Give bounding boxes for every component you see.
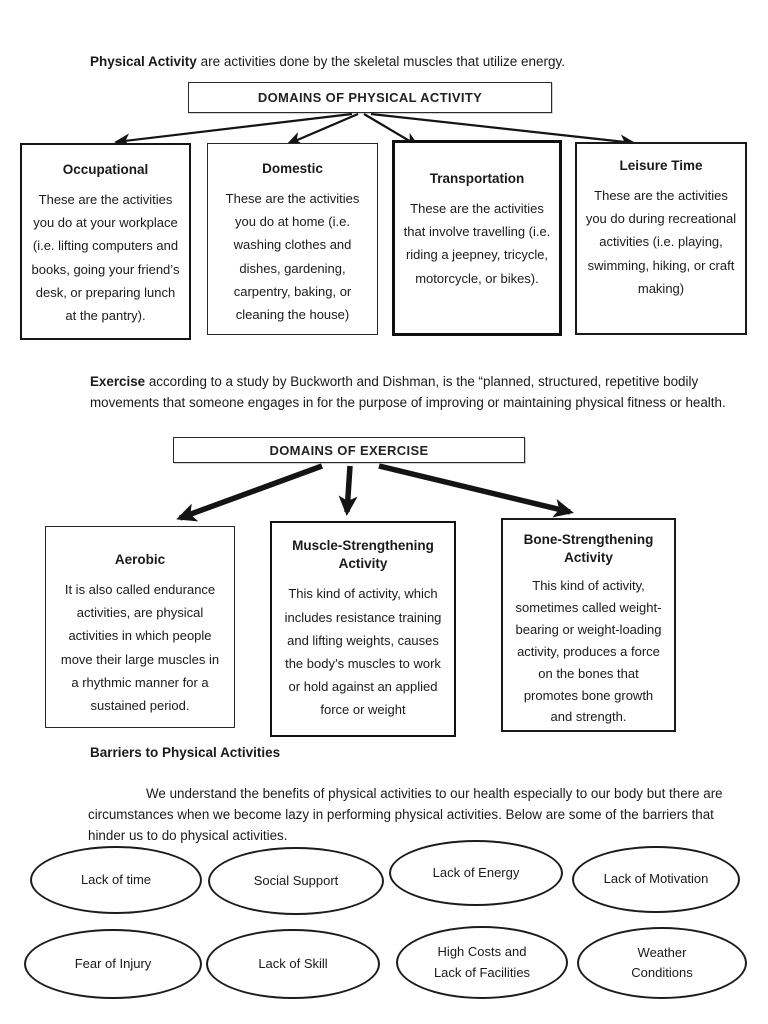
barrier-ellipse-weather-conditions: Weather Conditions bbox=[577, 927, 747, 999]
domestic-description: These are the activities you do at home … bbox=[225, 191, 360, 322]
muscle-strengthening-description: This kind of activity, which includes re… bbox=[284, 586, 442, 718]
domestic-heading: Domestic bbox=[262, 161, 323, 176]
domain-box-transportation: Transportation These are the activities … bbox=[392, 140, 562, 336]
domains-of-physical-activity-title-box: DOMAINS OF PHYSICAL ACTIVITY bbox=[188, 82, 552, 113]
barrier-ellipse-fear-of-injury: Fear of Injury bbox=[24, 929, 202, 999]
bone-strengthening-heading: Bone-Strengthening Activity bbox=[523, 532, 654, 566]
barrier-ellipse-lack-of-skill: Lack of Skill bbox=[206, 929, 380, 999]
transportation-heading: Transportation bbox=[429, 171, 525, 186]
domain-box-bone-strengthening: Bone-Strengthening Activity This kind of… bbox=[501, 518, 676, 732]
arrow-to-domestic bbox=[286, 112, 359, 146]
domain-box-domestic: Domestic These are the activities you do… bbox=[207, 143, 378, 335]
arrow-to-bone-strengthening bbox=[378, 463, 574, 518]
exercise-text: according to a study by Buckworth and Di… bbox=[90, 374, 726, 411]
exercise-term: Exercise bbox=[90, 374, 146, 390]
aerobic-heading: Aerobic bbox=[114, 552, 166, 567]
intro-paragraph: Physical Activity are activities done by… bbox=[90, 52, 720, 72]
arrow-to-leisure-time bbox=[370, 112, 636, 149]
domain-box-muscle-strengthening: Muscle-Strengthening Activity This kind … bbox=[270, 521, 456, 737]
domain-box-aerobic: Aerobic It is also called endurance acti… bbox=[45, 526, 235, 728]
exercise-paragraph: Exercise according to a study by Buckwor… bbox=[90, 372, 735, 414]
arrow-to-occupational bbox=[114, 112, 353, 148]
leisure-time-heading: Leisure Time bbox=[619, 158, 703, 173]
barrier-ellipse-social-support: Social Support bbox=[208, 847, 384, 915]
domains-of-exercise-title: DOMAINS OF EXERCISE bbox=[269, 442, 429, 458]
leisure-time-description: These are the activities you do during r… bbox=[585, 188, 737, 296]
domain-box-leisure-time: Leisure Time These are the activities yo… bbox=[575, 142, 747, 335]
bone-strengthening-description: This kind of activity, sometimes called … bbox=[515, 578, 662, 725]
domain-box-occupational: Occupational These are the activities yo… bbox=[20, 143, 191, 340]
barriers-paragraph: We understand the benefits of physical a… bbox=[88, 786, 723, 844]
barrier-ellipse-high-costs-lack-of-facilities: High Costs and Lack of Facilities bbox=[396, 926, 568, 999]
barrier-ellipse-lack-of-time: Lack of time bbox=[30, 846, 202, 914]
transportation-description: These are the activities that involve tr… bbox=[403, 201, 551, 286]
occupational-heading: Occupational bbox=[62, 162, 149, 177]
aerobic-description: It is also called endurance activities, … bbox=[60, 582, 220, 713]
domains-of-physical-activity-title: DOMAINS OF PHYSICAL ACTIVITY bbox=[257, 90, 483, 105]
barrier-ellipse-lack-of-energy: Lack of Energy bbox=[389, 840, 563, 906]
barriers-heading: Barriers to Physical Activities bbox=[90, 745, 281, 760]
intro-term: Physical Activity bbox=[90, 53, 197, 69]
barrier-ellipse-lack-of-motivation: Lack of Motivation bbox=[572, 846, 740, 913]
muscle-strengthening-heading: Muscle-Strengthening Activity bbox=[292, 538, 434, 572]
occupational-description: These are the activities you do at your … bbox=[31, 192, 180, 323]
arrow-to-muscle-strengthening bbox=[338, 465, 358, 516]
arrow-to-aerobic bbox=[176, 463, 323, 522]
intro-text: are activities done by the skeletal musc… bbox=[196, 53, 565, 69]
domains-of-exercise-title-box: DOMAINS OF EXERCISE bbox=[173, 437, 525, 463]
